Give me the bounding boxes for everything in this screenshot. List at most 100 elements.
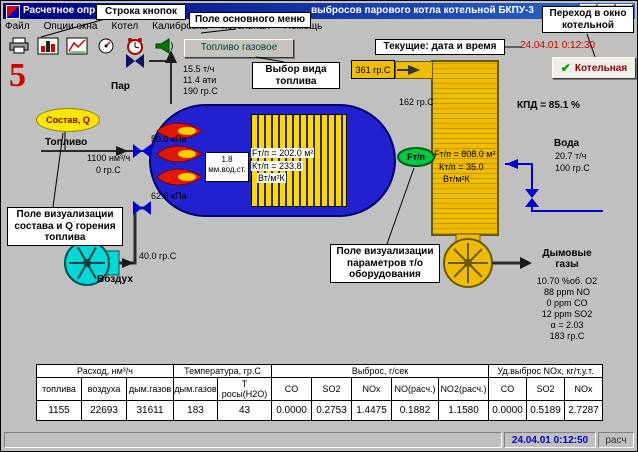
col-fuel: топлива xyxy=(36,377,82,401)
callout-fuel-composition: Поле визуализации состава и Q горения то… xyxy=(7,207,123,246)
col-so2: SO2 xyxy=(311,377,352,401)
val-fluegas-temp: 183 xyxy=(173,400,218,421)
status-spacer xyxy=(4,432,502,448)
flue-o2: 10.70 %об. O2 xyxy=(536,276,598,286)
steam-valve[interactable] xyxy=(126,54,144,68)
furnace-draft-value: 1.8 xyxy=(221,155,233,164)
group-emission: Выброс, г/сек xyxy=(271,364,489,378)
col-fluegas: дым.газов xyxy=(126,377,174,401)
val-fluegas: 31611 xyxy=(126,400,174,421)
col-no-calc: NO(расч.) xyxy=(391,377,439,401)
toolbar xyxy=(7,36,176,56)
economizer-outlet-temp: 162 гр.С xyxy=(399,97,434,107)
fuel-temp: 0 гр.С xyxy=(96,165,121,175)
flue-gas-label: Дымовые газы xyxy=(542,248,592,270)
table-group-header-row: Расход, нм³/ч Температура, гр.С Выброс, … xyxy=(36,364,603,378)
emissions-table: Расход, нм³/ч Температура, гр.С Выброс, … xyxy=(36,364,603,421)
boiler-room-button-label: Котельная xyxy=(574,62,628,74)
status-bar: 24.04.01 0:12:50 расч xyxy=(4,432,634,448)
val-no2-calc: 1.1580 xyxy=(438,400,489,421)
tube-bank xyxy=(251,114,347,207)
val-nox: 1.4475 xyxy=(351,400,392,421)
val-ud-so2: 0.5189 xyxy=(526,400,565,421)
callout-fuel-select: Выбор вида топлива xyxy=(252,62,340,89)
check-icon: ✔ xyxy=(560,61,571,75)
fuel-label: Топливо xyxy=(45,137,88,148)
smoke-exhauster-icon xyxy=(443,233,493,288)
efficiency-label: КПД = 85.1 % xyxy=(517,100,580,111)
callout-equipment-params: Поле визуализации параметров т/о оборудо… xyxy=(330,244,440,283)
economizer-area: Fт/п = 808.0 м² xyxy=(434,149,496,159)
col-ud-so2: SO2 xyxy=(526,377,565,401)
air-temp: 40.0 гр.С xyxy=(139,251,177,261)
group-flow: Расход, нм³/ч xyxy=(36,364,174,378)
fuel-composition-field[interactable]: Состав, Q xyxy=(36,108,100,132)
steam-temp: 190 гр.С xyxy=(183,86,218,96)
current-datetime: 24.04.01 0:12:30 xyxy=(520,40,596,51)
app-icon xyxy=(6,5,20,19)
col-nox: NOx xyxy=(351,377,392,401)
line-chart-icon[interactable] xyxy=(65,36,89,56)
furnace-draft-field: 1.8 мм.вод.ст. xyxy=(205,152,249,182)
horn-icon[interactable] xyxy=(152,36,176,56)
val-air: 22693 xyxy=(81,400,127,421)
fuel-valve-pressure: 50.0 кПа xyxy=(151,134,187,144)
heat-exchange-field[interactable]: Fт/п xyxy=(397,147,435,167)
col-fluegas-temp: дым.газов xyxy=(173,377,218,401)
callout-boiler-room: Переход в окно котельной xyxy=(542,6,634,33)
bar-chart-icon[interactable] xyxy=(36,36,60,56)
col-dewpoint: Т росы(H2O) xyxy=(217,377,272,401)
status-datetime: 24.04.01 0:12:50 xyxy=(504,432,596,448)
status-mode: расч xyxy=(598,432,634,448)
steam-label: Пар xyxy=(111,81,130,92)
table-values-row: 1155 22693 31611 183 43 0.0000 0.2753 1.… xyxy=(36,400,603,421)
window-title-left: Расчетное опр xyxy=(23,5,96,16)
window-title-right: выбросов парового котла котельной БКПУ-3 xyxy=(311,5,534,16)
furnace-coeff-units: Вт/м²К xyxy=(257,173,286,183)
clock-icon[interactable] xyxy=(123,36,147,56)
economizer-coeff: Кт/п = 35.0 xyxy=(439,162,484,172)
flue-duct-top xyxy=(395,61,433,79)
callout-datetime: Текущие: дата и время xyxy=(375,39,505,55)
val-ud-nox: 2.7287 xyxy=(564,400,603,421)
flue-outlet xyxy=(492,257,532,269)
economizer-inlet-temp: 361 гр.С xyxy=(351,60,395,79)
col-ud-co: CO xyxy=(488,377,527,401)
val-ud-co: 0.0000 xyxy=(488,400,527,421)
air-valve[interactable] xyxy=(133,201,151,215)
furnace-area: Fт/п = 202.0 м² xyxy=(251,148,315,158)
steam-pressure: 11.4 ати xyxy=(183,75,217,85)
col-ud-nox: NOx xyxy=(564,377,603,401)
callout-main-menu: Поле основного меню xyxy=(189,12,311,28)
economizer-coeff-units: Вт/м²К xyxy=(443,174,470,184)
menu-boiler[interactable]: Котел xyxy=(111,21,139,32)
menu-calibration[interactable]: Калибровка xyxy=(152,21,208,32)
table-sub-header-row: топлива воздуха дым.газов дым.газов Т ро… xyxy=(36,377,603,401)
print-icon[interactable] xyxy=(7,36,31,56)
menu-file[interactable]: Файл xyxy=(5,21,30,32)
furnace-coeff: Кт/п = 233.8 xyxy=(251,161,303,171)
boiler-room-button[interactable]: ✔ Котельная xyxy=(552,57,636,79)
air-label: Воздух xyxy=(97,274,133,285)
water-temp: 100 гр.С xyxy=(555,163,590,173)
steam-pipe xyxy=(149,50,177,104)
steam-flow: 15.5 т/ч xyxy=(183,64,215,74)
group-temperature: Температура, гр.С xyxy=(173,364,272,378)
flue-alpha: α = 2.03 xyxy=(550,320,584,330)
val-fuel: 1155 xyxy=(36,400,82,421)
fuel-type-button[interactable]: Топливо газовое xyxy=(184,39,294,58)
economizer-tower xyxy=(431,60,499,236)
val-dewpoint: 43 xyxy=(217,400,272,421)
water-valve[interactable] xyxy=(525,189,539,207)
col-no2-calc: NO2(расч.) xyxy=(438,377,489,401)
boiler-number: 5 xyxy=(9,57,26,94)
group-specific-emission: Уд.выброс NOx, кг/т.у.т. xyxy=(488,364,603,378)
furnace-draft-units: мм.вод.ст. xyxy=(208,165,246,175)
menu-window-options[interactable]: Опции окна xyxy=(43,21,98,32)
fuel-flow: 1100 нм³/ч xyxy=(87,153,131,163)
flue-co: 0 ppm CO xyxy=(546,298,588,308)
val-co: 0.0000 xyxy=(271,400,312,421)
air-valve-pressure: 62.0 кПа xyxy=(151,191,187,201)
gauge-icon[interactable] xyxy=(94,36,118,56)
